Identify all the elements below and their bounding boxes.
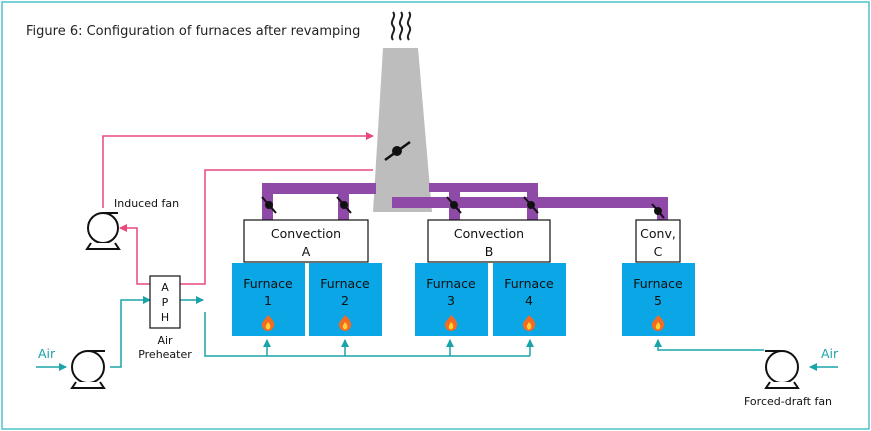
furnace-4: Furnace 4 bbox=[493, 263, 566, 336]
svg-text:B: B bbox=[485, 244, 494, 259]
convection-a: Convection A bbox=[243, 219, 369, 263]
duct-main-upper bbox=[262, 183, 376, 194]
furnace-3: Furnace 3 bbox=[415, 263, 488, 336]
damper-icon bbox=[523, 196, 539, 214]
induced-fan-label: Induced fan bbox=[114, 197, 179, 210]
smoke-icon bbox=[398, 11, 404, 41]
damper-icon bbox=[261, 196, 277, 214]
air-to-aph bbox=[110, 296, 151, 368]
forced-draft-fan-icon bbox=[764, 350, 800, 389]
air-manifold-left bbox=[204, 312, 530, 357]
aph-caption-line2: Preheater bbox=[138, 348, 192, 361]
flue-line-aph-to-stack bbox=[180, 169, 373, 285]
svg-text:2: 2 bbox=[341, 293, 349, 308]
damper-icon bbox=[446, 196, 462, 214]
flue-ducts bbox=[262, 183, 668, 220]
aph-caption-line1: Air bbox=[157, 334, 173, 347]
aph-letter-a: A bbox=[161, 281, 169, 294]
duct-header-b bbox=[429, 183, 537, 192]
aph-letter-p: P bbox=[162, 296, 169, 309]
convection-b: Convection B bbox=[427, 219, 551, 263]
svg-text:C: C bbox=[654, 244, 663, 259]
svg-text:Furnace: Furnace bbox=[426, 276, 476, 291]
stack-damper-icon bbox=[384, 140, 411, 162]
air-label-right: Air bbox=[821, 346, 839, 361]
convection-c: Conv, C bbox=[635, 219, 681, 263]
flue-line-to-induced-fan bbox=[119, 224, 150, 285]
air-lines bbox=[36, 296, 838, 371]
svg-text:A: A bbox=[302, 244, 311, 259]
svg-text:Furnace: Furnace bbox=[504, 276, 554, 291]
induced-fan-icon bbox=[85, 212, 121, 250]
furnace-5: Furnace 5 bbox=[622, 263, 695, 336]
aph-letter-h: H bbox=[161, 311, 169, 324]
svg-text:Furnace: Furnace bbox=[320, 276, 370, 291]
air-preheater: A P H Air Preheater bbox=[138, 275, 192, 361]
smoke-icon bbox=[390, 11, 396, 41]
svg-text:3: 3 bbox=[447, 293, 455, 308]
flue-line-to-stack bbox=[102, 132, 374, 208]
forced-draft-fan-label: Forced-draft fan bbox=[744, 395, 832, 408]
svg-text:Furnace: Furnace bbox=[633, 276, 683, 291]
chimney-stack bbox=[373, 11, 432, 212]
svg-text:Convection: Convection bbox=[454, 226, 524, 241]
furnace-2: Furnace 2 bbox=[309, 263, 382, 336]
svg-text:Conv,: Conv, bbox=[640, 226, 676, 241]
damper-icon bbox=[651, 203, 665, 219]
flue-gas-lines bbox=[102, 132, 374, 285]
svg-text:Convection: Convection bbox=[271, 226, 341, 241]
air-label-left: Air bbox=[38, 346, 56, 361]
smoke-icon bbox=[406, 11, 412, 41]
air-to-furnace-5 bbox=[654, 339, 764, 351]
duct-riser-c bbox=[657, 197, 668, 220]
figure-title: Figure 6: Configuration of furnaces afte… bbox=[26, 24, 360, 39]
svg-text:Furnace: Furnace bbox=[243, 276, 293, 291]
furnace-1: Furnace 1 bbox=[232, 263, 305, 336]
svg-text:4: 4 bbox=[525, 293, 533, 308]
svg-text:5: 5 bbox=[654, 293, 662, 308]
damper-icon bbox=[336, 196, 352, 214]
svg-text:1: 1 bbox=[264, 293, 272, 308]
left-fan-icon bbox=[70, 350, 106, 389]
